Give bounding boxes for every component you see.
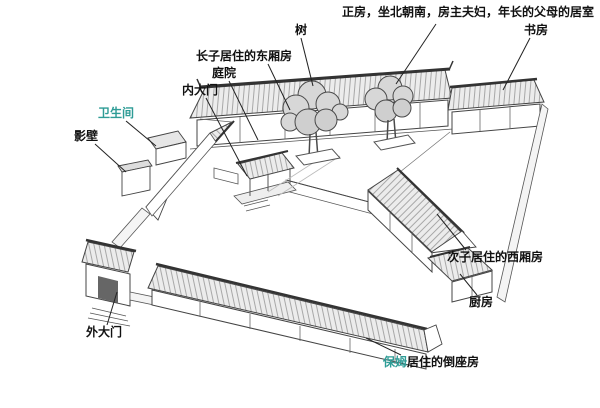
leader-main-hall (395, 23, 437, 85)
leader-bathroom (125, 120, 157, 147)
leader-kitchen (459, 273, 478, 296)
leader-inner-gate (205, 97, 248, 177)
outer-gate-building (81, 238, 155, 327)
label-east-wing: 长子居住的东厢房 (196, 49, 293, 63)
leader-lines (94, 23, 531, 356)
leader-west-wing (436, 213, 467, 251)
leader-east-wing (267, 63, 291, 111)
west-perimeter-wall (111, 207, 151, 249)
tree-right (364, 75, 416, 151)
screen-wall (117, 159, 153, 197)
study-building (447, 77, 545, 135)
label-courtyard: 庭院 (212, 66, 237, 80)
kitchen-building (427, 246, 494, 303)
label-tree: 树 (295, 23, 308, 37)
label-reversed-part: 居住的倒座房 (407, 355, 480, 369)
label-outer-gate: 外大门 (86, 325, 123, 339)
east-perimeter-wall (496, 103, 549, 303)
label-nanny-part: 保姆 (383, 355, 408, 369)
label-reversed-house: 保姆居住的倒座房 (383, 355, 480, 369)
leader-outer-gate (106, 291, 118, 326)
bathroom-building (147, 130, 187, 166)
label-inner-gate: 内大门 (182, 83, 219, 97)
leader-tree (300, 37, 314, 87)
tree-left (280, 80, 349, 166)
label-screen-wall: 影壁 (74, 129, 99, 143)
leader-reversed (365, 337, 402, 356)
label-study: 书房 (524, 23, 549, 37)
label-main-hall: 正房，坐北朝南，房主夫妇，年长的父母的居室 (341, 5, 594, 19)
label-kitchen: 厨房 (469, 295, 494, 309)
leader-study (502, 37, 531, 91)
label-bathroom: 卫生间 (98, 106, 135, 120)
label-west-wing: 次子居住的西厢房 (447, 250, 544, 264)
east-wing-building (145, 118, 235, 221)
reversed-house-building (147, 262, 443, 370)
leader-courtyard (228, 80, 259, 141)
inner-divider-wall (213, 167, 393, 220)
leader-screen-wall (94, 143, 127, 173)
